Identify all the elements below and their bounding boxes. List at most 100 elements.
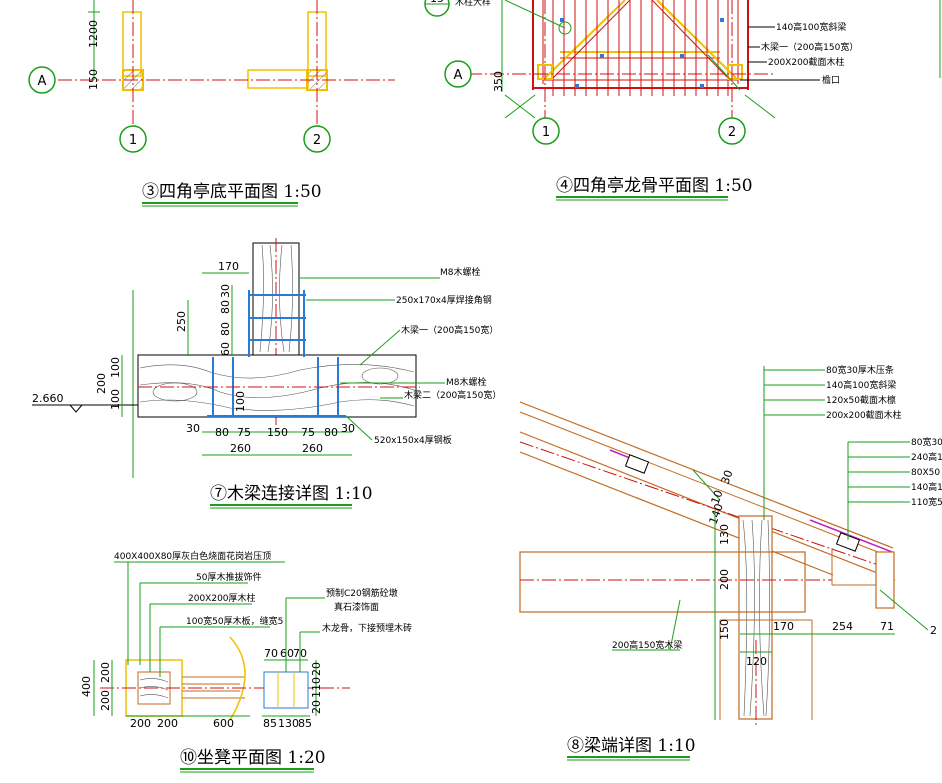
dim-200: 200: [99, 690, 112, 711]
dim-200: 200: [718, 569, 731, 590]
label-finish: 真石漆饰面: [334, 601, 379, 613]
dim-140: 140: [707, 502, 726, 526]
dim-150: 150: [718, 619, 731, 640]
press-strip: [809, 519, 893, 553]
label-r4: 140高1: [911, 481, 942, 493]
beam-section: [137, 354, 417, 418]
dim-20: 20: [310, 700, 323, 714]
label-purlin: 120x50截面木檩: [826, 394, 896, 406]
view-10-title: ⑩坐凳平面图 1:20: [180, 748, 326, 768]
axis-label-a: A: [38, 74, 47, 89]
rafter-under: [519, 451, 834, 576]
dim-100: 100: [109, 357, 122, 378]
dim-10: 10: [709, 488, 726, 506]
dim-110: 110: [310, 677, 323, 698]
label-steel-plate: 520x150x4厚钢板: [374, 434, 452, 446]
label-beam-1: 木梁一（200高150宽）: [761, 41, 858, 53]
label-eaves: 檐口: [822, 74, 840, 86]
view-7-beam-connection: 2.660 170 250 30 80 80 60 200 100 100 10…: [32, 238, 501, 509]
dim-350: 350: [492, 71, 505, 92]
dim-600: 600: [213, 717, 234, 730]
label-pier: 预制C20钢筋砼墩: [326, 587, 398, 599]
elevation: 2.660: [32, 392, 64, 405]
dim-60: 60: [219, 342, 232, 356]
dim-170: 170: [218, 260, 239, 273]
leader: [504, 0, 566, 29]
label-cap-stone: 400X400X80厚灰白色烧面花岗岩压顶: [114, 550, 271, 562]
note-column-detail: 木柱大样: [455, 0, 491, 8]
dim-30: 30: [219, 284, 232, 298]
dim-260: 260: [302, 442, 323, 455]
wood-grain: [139, 678, 169, 699]
dim-75: 75: [301, 426, 315, 439]
label-slant-beam: 140高100宽斜梁: [776, 21, 846, 33]
dim-120: 120: [746, 655, 767, 668]
dim-60: 60: [280, 647, 294, 660]
dim-30: 30: [341, 422, 355, 435]
axis-bubble-1: [119, 125, 147, 153]
dim-30: 30: [719, 468, 736, 486]
dim-100: 100: [109, 389, 122, 410]
label-column: 200X200厚木柱: [188, 592, 256, 604]
dim-170: 170: [773, 620, 794, 633]
dim-85: 85: [263, 717, 277, 730]
view-4-title: ④四角亭龙骨平面图 1:50: [556, 176, 753, 196]
label-angle-steel: 250x170x4厚焊接角钢: [396, 294, 492, 306]
purlin-section: [835, 532, 861, 552]
dim-85: 85: [298, 717, 312, 730]
dim-line: [692, 469, 721, 501]
hip-rafter-right-2: [651, 0, 729, 79]
bench-outline: [247, 69, 309, 89]
label-r5: 110宽5: [911, 496, 942, 508]
dim-75: 75: [237, 426, 251, 439]
dim-30: 30: [186, 422, 200, 435]
purlin-section: [624, 454, 650, 474]
dim-130: 130: [718, 524, 731, 545]
fascia-board: [875, 551, 895, 609]
dim-100-inner: 100: [234, 391, 247, 412]
leader-circle: [558, 21, 572, 35]
view-8-beam-end: 80宽30厚木压条 140高100宽斜梁 120x50截面木檩 200x200截…: [519, 364, 942, 761]
dim-2: 2: [930, 624, 937, 637]
dim-200: 200: [130, 717, 151, 730]
dim-70: 70: [264, 647, 278, 660]
label-column: 200X200截面木柱: [768, 56, 845, 68]
dim-1200: 1200: [87, 20, 100, 48]
axis-label-2: 2: [728, 125, 736, 140]
dim-71: 71: [880, 620, 894, 633]
rafter-top: [519, 401, 894, 549]
dim-254: 254: [832, 620, 853, 633]
label-r1: 80宽30: [911, 436, 942, 448]
label-r2: 240高1: [911, 451, 942, 463]
leader: [359, 329, 401, 366]
axis-label-2: 2: [313, 133, 321, 148]
dim-80: 80: [219, 300, 232, 314]
column-corner-right: [727, 64, 743, 80]
axis-label-1: 1: [542, 125, 550, 140]
corner-mark: [744, 94, 776, 119]
label-bolt-2: M8木螺栓: [446, 376, 487, 388]
rafters: [552, 0, 729, 96]
leader: [669, 599, 681, 651]
dim-130: 130: [278, 717, 299, 730]
dim-80: 80: [324, 426, 338, 439]
dim-150: 150: [267, 426, 288, 439]
view-3-base-plan: 1200 150 A 1 2 ③四角亭底平面图 1:50: [28, 0, 395, 207]
bench-curve: [229, 636, 246, 721]
beam-section: [519, 551, 806, 613]
leader: [879, 589, 929, 631]
label-bolt-1: M8木螺栓: [440, 266, 481, 278]
axis-bubble-a: [444, 60, 472, 88]
leader: [345, 415, 373, 441]
dim-200: 200: [157, 717, 178, 730]
label-column: 200x200截面木柱: [826, 409, 902, 421]
dim-260: 260: [230, 442, 251, 455]
dim-200: 200: [95, 373, 108, 394]
hip-rafter-left: [544, 0, 626, 79]
bolt-marks: [560, 18, 724, 88]
label-ornament: 50厚木推拔饰件: [196, 571, 261, 583]
detail-number: 15: [430, 0, 444, 5]
concrete-pier: [263, 671, 309, 709]
elevation-marker: [69, 404, 83, 413]
label-press-strip: 80宽30厚木压条: [826, 364, 894, 376]
